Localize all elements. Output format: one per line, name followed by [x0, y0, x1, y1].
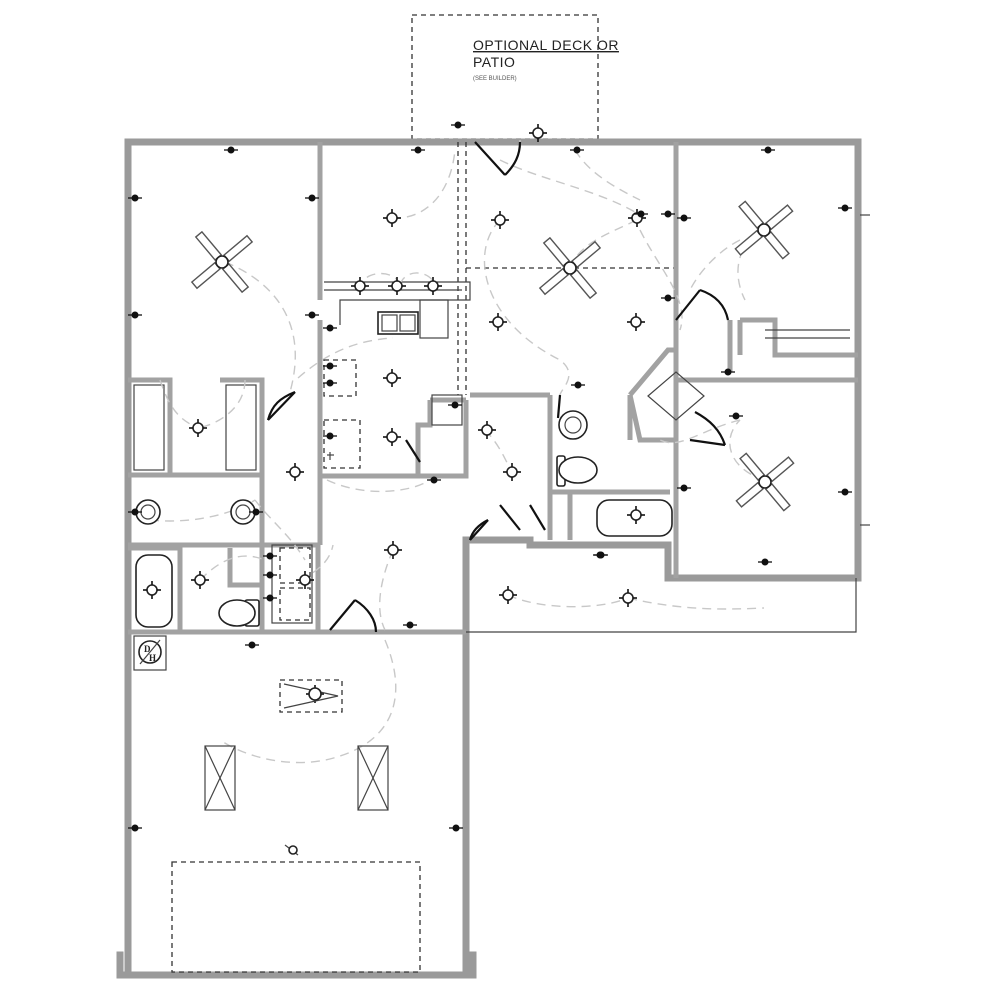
outlet-icon — [451, 121, 465, 129]
outlet-icon — [128, 824, 142, 832]
outlet-icon — [323, 379, 337, 387]
ceiling-light-icon — [383, 369, 401, 387]
ceiling-light-icon — [383, 428, 401, 446]
deck-title-line2: PATIO — [473, 54, 515, 70]
dryer — [279, 587, 311, 621]
skylight-icon — [357, 745, 389, 811]
kitchen-fixtures — [323, 311, 463, 469]
ceiling-light-icon — [478, 421, 496, 439]
outlet-icon — [571, 381, 585, 389]
ceiling-light-icon — [351, 277, 369, 295]
attic-access-garage — [284, 844, 299, 856]
ceiling-light-icon — [424, 277, 442, 295]
water-heater-d: D — [144, 644, 151, 654]
ceiling-light-icon — [189, 419, 207, 437]
outlet-icon — [427, 476, 441, 484]
ceiling-light-icon — [503, 463, 521, 481]
bath-fixtures — [135, 410, 673, 628]
outlet-icon — [570, 146, 584, 154]
ceiling-light-icon — [384, 541, 402, 559]
washer — [279, 547, 311, 584]
ceiling-fans — [190, 200, 795, 512]
skylight-icon — [204, 745, 236, 811]
garage — [171, 679, 421, 973]
outlet-icon — [128, 311, 142, 319]
outlet-icon — [323, 432, 337, 440]
outlet-icon — [249, 508, 263, 516]
outlet-icon — [838, 204, 852, 212]
outlet-icon — [661, 210, 675, 218]
outlet-icon — [729, 412, 743, 420]
outlet-icon — [411, 146, 425, 154]
outlet-icon — [448, 401, 462, 409]
outlet-icon — [661, 294, 675, 302]
outlet-icon — [677, 484, 691, 492]
outlet-icon — [263, 552, 277, 560]
outlet-icon — [634, 210, 648, 218]
ceiling-fan-icon — [734, 200, 794, 260]
outlet-icon — [838, 488, 852, 496]
attic-fan-unit — [279, 679, 343, 713]
range — [323, 419, 361, 469]
outlet-icon — [677, 214, 691, 222]
outlet-icon — [305, 194, 319, 202]
attic-access — [647, 371, 705, 421]
outlet-icon — [305, 311, 319, 319]
annotation-marks — [860, 214, 870, 526]
outlet-icon — [128, 194, 142, 202]
kitchen-sink — [377, 311, 419, 335]
bath2-toilet — [556, 455, 598, 487]
master-toilet — [218, 599, 260, 627]
ceiling-light-icon — [619, 589, 637, 607]
outlet-icon — [593, 551, 607, 559]
doors — [266, 141, 730, 633]
outlet-icon — [721, 368, 735, 376]
outlet-icon — [323, 362, 337, 370]
ceiling-light-icon — [627, 506, 645, 524]
water-heater: D H — [133, 635, 167, 671]
optional-deck-area: OPTIONAL DECK OR PATIO (SEE BUILDER) — [411, 14, 619, 140]
outlets — [128, 121, 852, 832]
ceiling-light-icon — [296, 571, 314, 589]
water-heater-h: H — [149, 653, 156, 663]
ceiling-light-icon — [499, 586, 517, 604]
ceiling-light-icon — [143, 581, 161, 599]
ceiling-light-icon — [529, 124, 547, 142]
outlet-icon — [403, 621, 417, 629]
outlet-icon — [449, 824, 463, 832]
dishwasher — [323, 359, 357, 397]
outlet-icon — [263, 594, 277, 602]
ceiling-light-icon — [627, 313, 645, 331]
outlet-icon — [758, 558, 772, 566]
deck-title-line1: OPTIONAL DECK OR — [473, 37, 619, 53]
garage-door — [171, 861, 421, 973]
ceiling-light-icon — [383, 209, 401, 227]
exterior-walls — [116, 138, 862, 979]
ceiling-fan-icon — [190, 230, 254, 294]
outlet-icon — [128, 508, 142, 516]
ceiling-light-icon — [491, 211, 509, 229]
ceiling-light-icon — [286, 463, 304, 481]
outlet-icon — [263, 571, 277, 579]
ceiling-fan-icon — [538, 236, 602, 300]
outlet-icon — [761, 146, 775, 154]
deck-note: (SEE BUILDER) — [473, 76, 517, 82]
ceiling-light-icon — [388, 277, 406, 295]
ceiling-fan-icon — [735, 452, 795, 512]
ceiling-light-icon — [489, 313, 507, 331]
outlet-icon — [224, 146, 238, 154]
ceiling-light-icon — [191, 571, 209, 589]
outlet-icon — [323, 324, 337, 332]
outlet-icon — [245, 641, 259, 649]
master-sink-left — [135, 499, 161, 525]
bath2-sink — [558, 410, 588, 440]
